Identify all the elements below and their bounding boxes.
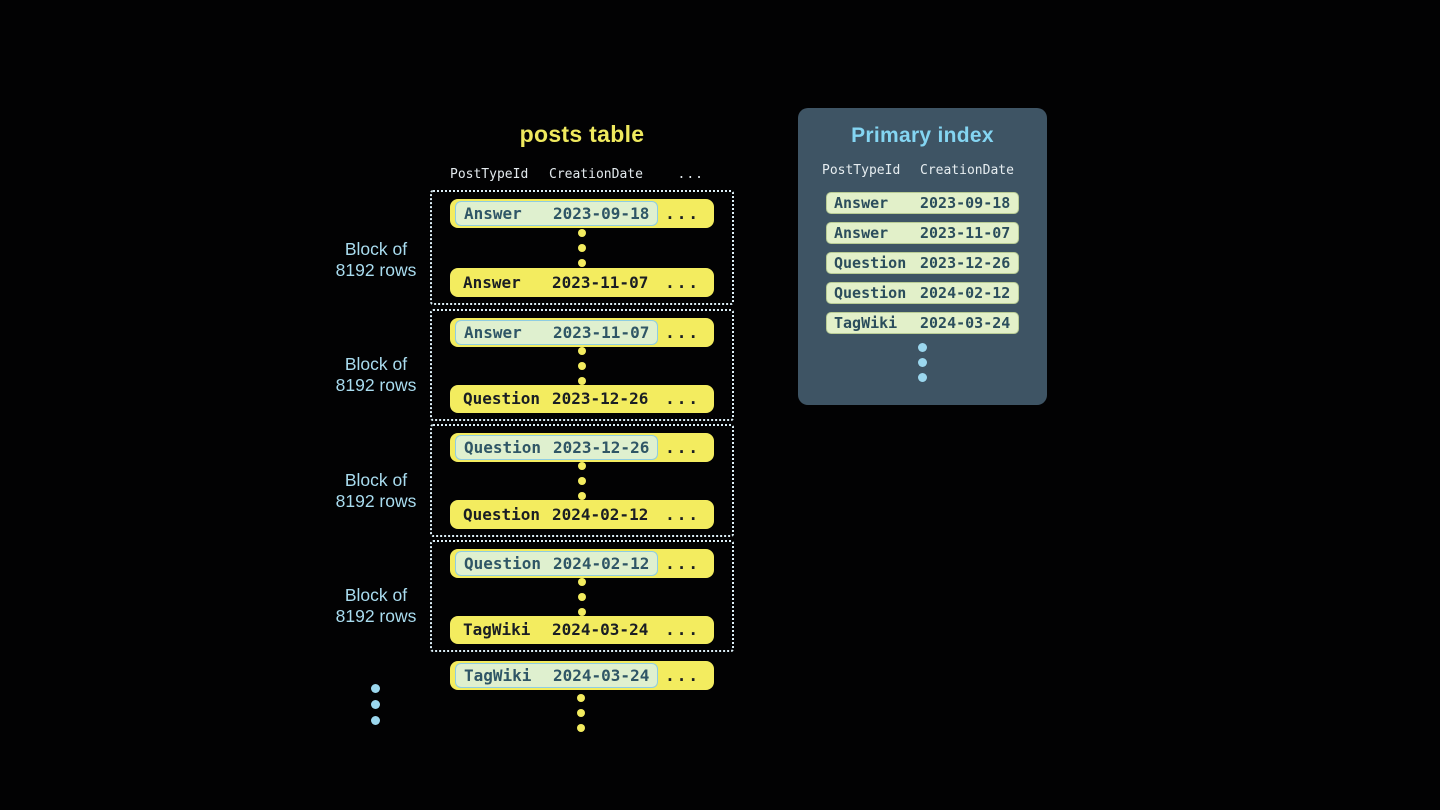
index-creationdate: 2024-02-12 — [920, 284, 1011, 302]
indexed-row-highlight: Answer 2023-09-18 — [455, 201, 659, 226]
posts-table-title: posts table — [519, 121, 645, 147]
index-creationdate: 2023-11-07 — [920, 224, 1011, 242]
row-posttypeid: Answer — [464, 322, 522, 342]
row-posttypeid: Question — [463, 505, 541, 524]
more-index-entries-ellipsis-dots — [798, 343, 1047, 382]
block-1-first-row: Answer 2023-09-18 ... — [450, 199, 714, 228]
row-ellipsis: ... — [665, 553, 700, 573]
index-posttypeid: Answer — [834, 194, 889, 212]
row-creationdate: 2024-03-24 — [552, 620, 649, 640]
row-posttypeid: Question — [463, 389, 541, 409]
primary-index-column-headers: PostTypeId CreationDate — [822, 163, 1047, 178]
block-3-last-row: Question 2024-02-12 ... — [450, 500, 714, 529]
rows-ellipsis-dots — [578, 462, 586, 500]
row-ellipsis: ... — [665, 666, 700, 685]
indexed-row-highlight: Question 2023-12-26 — [455, 435, 659, 460]
index-creationdate: 2023-12-26 — [920, 254, 1011, 272]
block-4-last-row: TagWiki 2024-03-24 ... — [450, 615, 714, 644]
block-label-line1: Block of — [344, 585, 408, 605]
rows-ellipsis-dots — [578, 229, 586, 267]
more-rows-ellipsis-dots — [577, 694, 585, 732]
index-entry: TagWiki 2024-03-24 — [826, 312, 1019, 334]
block-1-last-row: Answer 2023-11-07 ... — [450, 268, 714, 297]
row-posttypeid: Question — [464, 438, 542, 457]
block-label-1: Block of 8192 rows — [306, 239, 446, 281]
block-label-line1: Block of — [344, 470, 408, 490]
block-label-2: Block of 8192 rows — [306, 354, 446, 396]
column-header-ellipsis: ... — [677, 167, 704, 182]
row-ellipsis: ... — [665, 204, 700, 223]
row-ellipsis: ... — [665, 620, 700, 640]
block-label-line2: 8192 rows — [335, 606, 417, 626]
column-header-posttypeid: PostTypeId — [450, 167, 529, 182]
primary-index-title: Primary index — [851, 124, 994, 147]
index-posttypeid: Answer — [834, 224, 889, 242]
row-posttypeid: TagWiki — [464, 666, 532, 685]
row-ellipsis: ... — [665, 273, 700, 292]
row-creationdate: 2023-09-18 — [553, 204, 650, 223]
block-label-4: Block of 8192 rows — [306, 585, 446, 627]
index-entry: Question 2023-12-26 — [826, 252, 1019, 274]
row-creationdate: 2023-11-07 — [553, 322, 650, 342]
row-posttypeid: Answer — [463, 273, 521, 292]
column-header-creationdate: CreationDate — [549, 167, 643, 182]
row-ellipsis: ... — [665, 505, 700, 524]
row-creationdate: 2024-02-12 — [552, 505, 649, 524]
index-posttypeid: Question — [834, 254, 907, 272]
index-posttypeid: TagWiki — [834, 314, 898, 332]
rows-ellipsis-dots — [578, 577, 586, 616]
row-posttypeid: Question — [464, 553, 542, 573]
column-header-posttypeid: PostTypeId — [822, 163, 901, 178]
row-creationdate: 2024-03-24 — [553, 666, 650, 685]
block-3-first-row: Question 2023-12-26 ... — [450, 433, 714, 462]
block-2-last-row: Question 2023-12-26 ... — [450, 384, 714, 413]
primary-index-rows: Answer 2023-09-18 Answer 2023-11-07 Ques… — [826, 192, 1019, 334]
index-entry: Answer 2023-09-18 — [826, 192, 1019, 214]
block-2-first-row: Answer 2023-11-07 ... — [450, 318, 714, 347]
row-block-4: Question 2024-02-12 ... TagWiki 2024-03-… — [430, 540, 734, 652]
block-4-first-row: Question 2024-02-12 ... — [450, 549, 714, 578]
row-block-2: Answer 2023-11-07 ... Question 2023-12-2… — [430, 309, 734, 421]
column-header-creationdate: CreationDate — [920, 163, 1014, 178]
index-entry: Question 2024-02-12 — [826, 282, 1019, 304]
row-ellipsis: ... — [665, 438, 700, 457]
block-label-3: Block of 8192 rows — [306, 470, 446, 512]
row-creationdate: 2024-02-12 — [553, 553, 650, 573]
row-creationdate: 2023-11-07 — [552, 273, 649, 292]
indexed-row-highlight: TagWiki 2024-03-24 — [455, 663, 659, 688]
block-label-line1: Block of — [344, 239, 408, 259]
posts-table-column-headers: PostTypeId CreationDate ... — [450, 167, 714, 182]
row-block-1: Answer 2023-09-18 ... Answer 2023-11-07 … — [430, 190, 734, 305]
index-posttypeid: Question — [834, 284, 907, 302]
indexed-row-highlight: Answer 2023-11-07 — [455, 319, 659, 345]
block-label-line2: 8192 rows — [335, 375, 417, 395]
row-posttypeid: Answer — [464, 204, 522, 223]
index-creationdate: 2024-03-24 — [920, 314, 1011, 332]
block-label-line1: Block of — [344, 354, 408, 374]
index-creationdate: 2023-09-18 — [920, 194, 1011, 212]
block-label-line2: 8192 rows — [335, 491, 417, 511]
row-creationdate: 2023-12-26 — [552, 389, 649, 409]
index-entry: Answer 2023-11-07 — [826, 222, 1019, 244]
rows-ellipsis-dots — [578, 346, 586, 385]
block-label-line2: 8192 rows — [335, 260, 417, 280]
row-creationdate: 2023-12-26 — [553, 438, 650, 457]
next-block-first-row: TagWiki 2024-03-24 ... — [450, 661, 714, 690]
primary-index-panel: Primary index PostTypeId CreationDate An… — [798, 108, 1047, 405]
row-block-3: Question 2023-12-26 ... Question 2024-02… — [430, 424, 734, 537]
row-ellipsis: ... — [665, 389, 700, 409]
more-blocks-ellipsis-dots — [371, 684, 380, 725]
row-ellipsis: ... — [665, 322, 700, 342]
row-posttypeid: TagWiki — [463, 620, 531, 640]
indexed-row-highlight: Question 2024-02-12 — [455, 550, 659, 576]
